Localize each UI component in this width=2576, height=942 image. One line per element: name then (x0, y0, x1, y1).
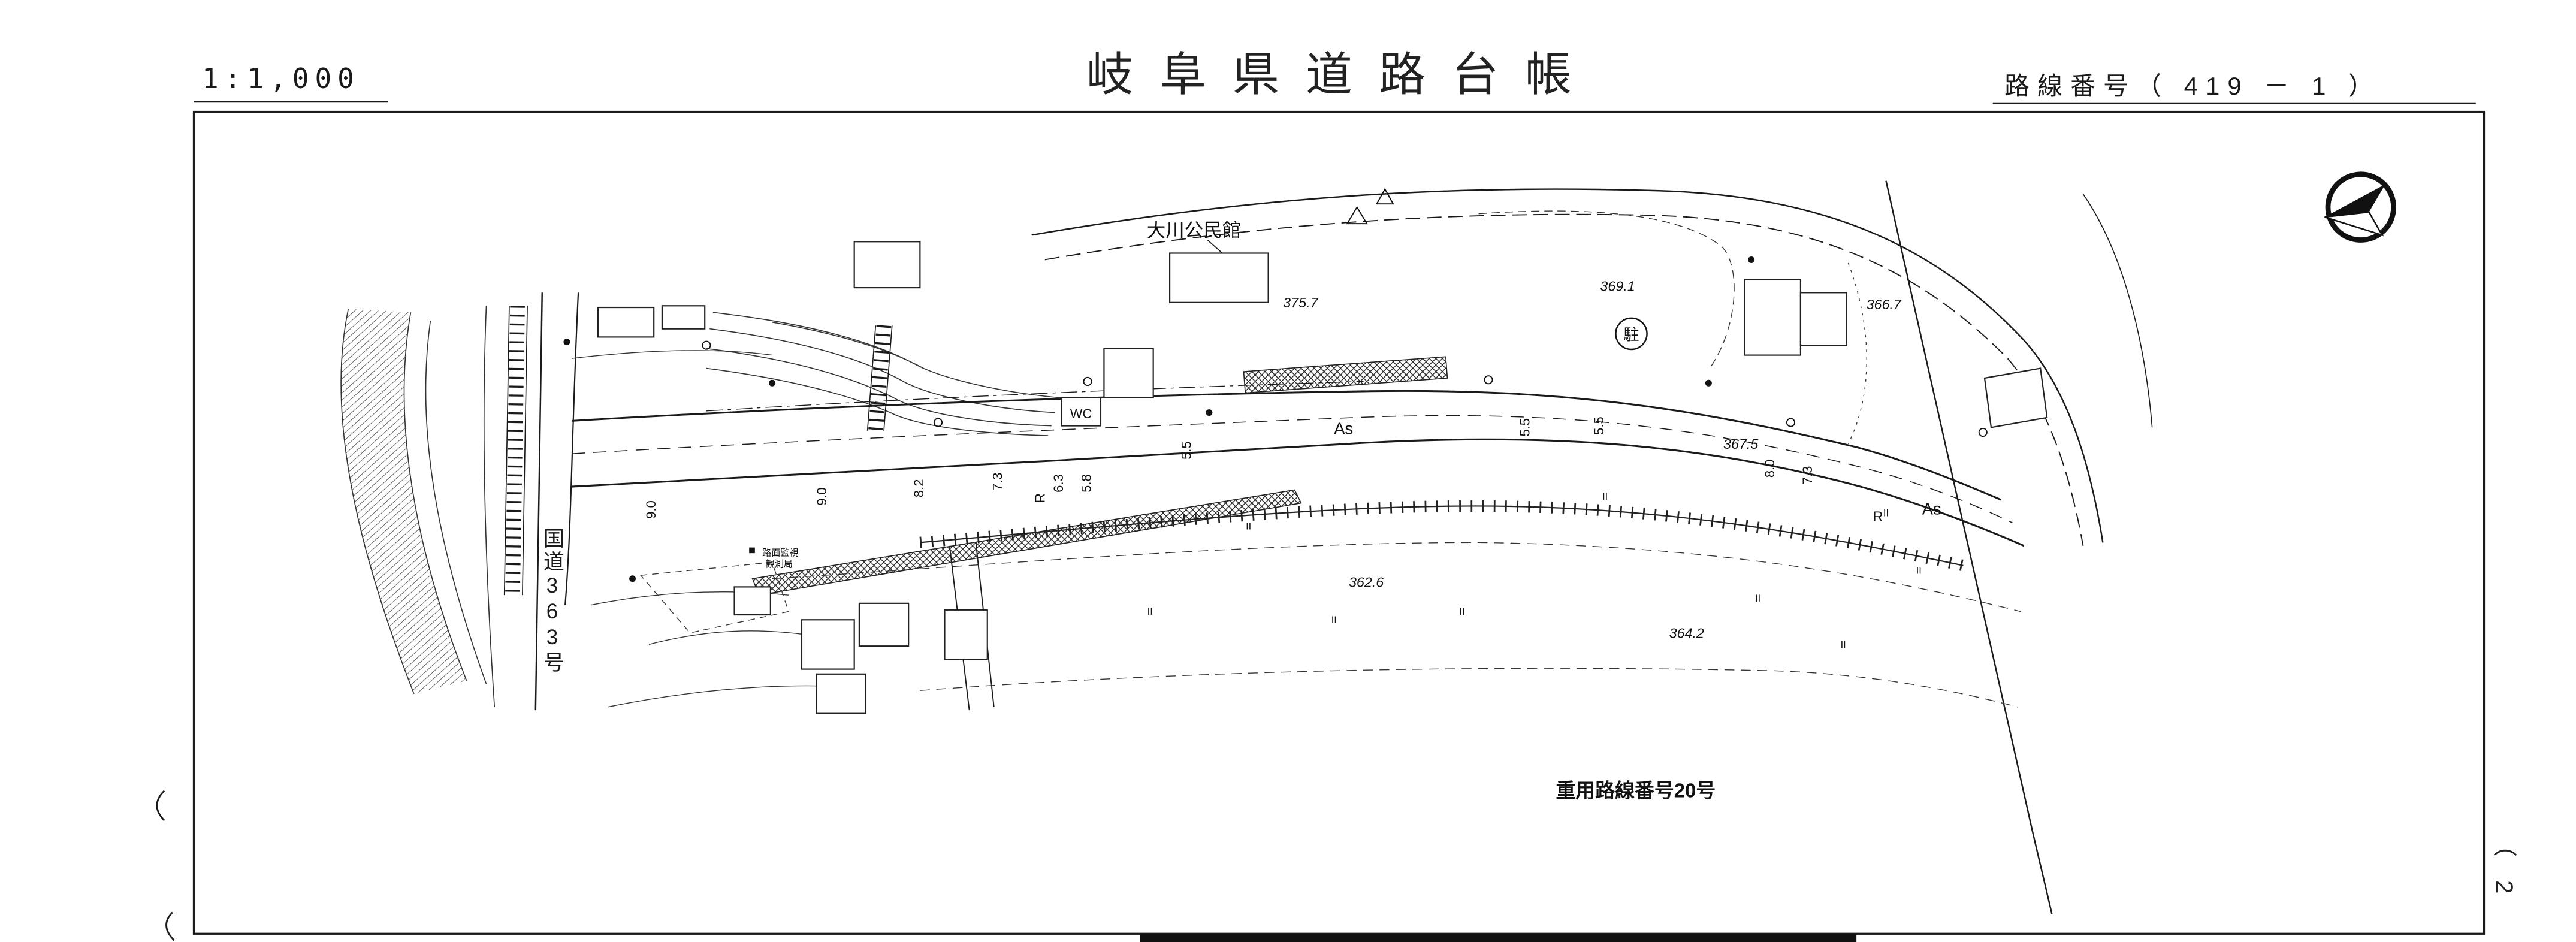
width-label: 5.8 (1079, 474, 1094, 493)
building (1983, 367, 2048, 428)
community-hall-building (1169, 252, 1269, 303)
retaining-walls (751, 356, 1965, 596)
wc-label: WC (1070, 406, 1092, 421)
building (816, 673, 866, 714)
width-label: 5.5 (1591, 416, 1606, 435)
parcel-boundaries (572, 210, 2021, 708)
parking-symbol-label: 駐 (1623, 325, 1639, 343)
monitor-station-label-line2: 観測局 (766, 559, 793, 569)
width-label: 7.3 (990, 473, 1005, 491)
pole-symbol (1748, 256, 1755, 263)
building (801, 619, 855, 670)
elevation-label: 367.5 (1723, 436, 1759, 452)
national-route-label: 国道363号 (540, 527, 564, 675)
elevation-label: 362.6 (1349, 574, 1384, 590)
monitor-station-symbol (749, 547, 755, 554)
survey-triangle (1346, 206, 1368, 225)
paddy-mark: II (1883, 508, 1889, 518)
elevation-label: 375.7 (1283, 295, 1318, 310)
paddy-mark: II (1602, 491, 1608, 502)
monitor-station-label-line1: 路面監視 (762, 548, 798, 558)
surface-as-label-2: As (1922, 500, 1941, 518)
overlap-route-label: 重用路線番号20号 (1556, 780, 1716, 802)
elevation-label: 369.1 (1600, 279, 1635, 294)
building (944, 609, 988, 660)
paddy-mark: II (1841, 639, 1846, 650)
map-frame-border (192, 110, 2486, 935)
paddy-mark: II (1331, 615, 1337, 626)
title-block-edge (1140, 934, 1857, 942)
scale-label: 1:1,000 (202, 62, 360, 95)
paddy-mark: II (1755, 593, 1760, 604)
pole-symbol (629, 575, 636, 582)
north-arrow-icon (2324, 171, 2397, 243)
binding-mark-left-upper (156, 790, 165, 821)
marker-circle (933, 418, 943, 427)
sheet-frame (156, 101, 2486, 942)
building (661, 305, 706, 330)
paddy-mark: II (1147, 606, 1153, 617)
width-label: 5.5 (1179, 441, 1194, 460)
building (1799, 292, 1847, 346)
wc-building (1061, 397, 1102, 427)
terrain-contours (340, 306, 1062, 707)
building (597, 306, 655, 338)
elevation-label: 366.7 (1867, 297, 1902, 312)
parking-symbol-circle (1615, 317, 1648, 351)
building (1103, 348, 1154, 399)
paddy-mark: II (1460, 606, 1465, 617)
page-number-mark: （ 2 (2491, 833, 2517, 902)
pole-symbol (1206, 409, 1213, 416)
width-label: 5.5 (1518, 418, 1533, 437)
community-hall-label: 大川公民館 (1147, 219, 1242, 241)
page-title: 岐阜県道路台帳 (1086, 48, 1599, 101)
binding-mark-left-lower (165, 911, 175, 941)
width-label: 9.0 (644, 500, 659, 519)
surface-as-label-1: As (1334, 419, 1353, 437)
elevation-label: 364.2 (1669, 625, 1704, 641)
radius-mark: R (1032, 493, 1048, 503)
width-label: 9.0 (814, 487, 829, 506)
pole-symbol (1705, 379, 1712, 387)
building (733, 586, 771, 616)
marker-circle (1484, 375, 1493, 385)
paddy-mark: II (1246, 521, 1251, 532)
survey-triangle (1375, 188, 1394, 205)
pole-symbol (563, 339, 570, 346)
paddy-mark: II (1916, 565, 1922, 576)
width-label: 6.3 (1051, 474, 1066, 493)
building (853, 241, 921, 289)
building (1744, 279, 1802, 356)
label-leader-line (1207, 239, 1223, 254)
marker-circle (1978, 427, 1988, 437)
marker-circle (702, 340, 711, 350)
map-labels: 大川公民館 WC As As 重用路線番号20号 375.7 369.1 366… (644, 219, 1941, 802)
buildings (597, 241, 2048, 714)
map-symbols: 駐 II II II II II II II II II (563, 188, 1988, 650)
route-number-label: 路線番号（ 419 － 1 ） (2004, 72, 2382, 100)
width-label: 8.2 (911, 479, 926, 498)
marker-circle (1083, 376, 1092, 387)
road-lines (503, 180, 2153, 914)
width-label: 7.3 (1800, 466, 1815, 485)
radius-mark: R (1873, 509, 1883, 524)
pole-symbol (769, 379, 776, 387)
building (858, 602, 910, 647)
marker-circle (1786, 418, 1796, 427)
width-label: 8.0 (1762, 460, 1777, 478)
